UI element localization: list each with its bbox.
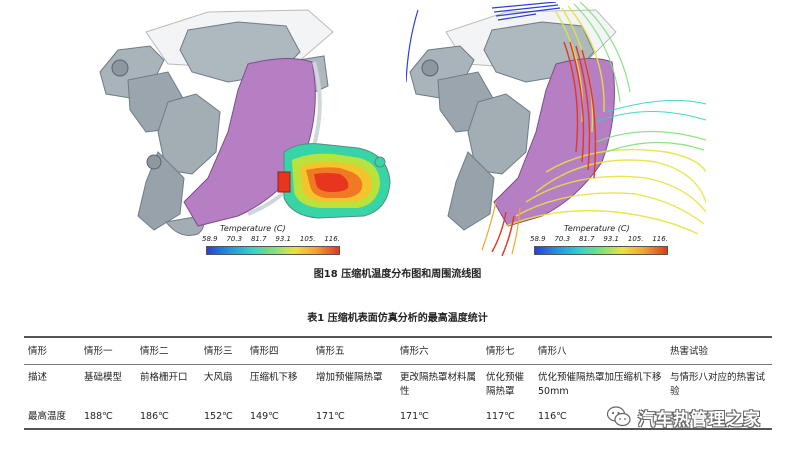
table-cell: 186℃	[140, 411, 169, 422]
watermark-text: 汽车热管理之家	[638, 409, 761, 430]
table-row-header: 情形 情形一 情形二 情形三 情形四 情形五 情形六 情形七 情形八 热害试验	[24, 338, 772, 364]
compressor-temperature-render	[99, 9, 391, 236]
table-cell: 基础模型	[84, 372, 123, 383]
table-cell: 最高温度	[28, 411, 67, 422]
temperature-scale-bar	[534, 246, 668, 255]
table-cell: 情形二	[140, 346, 169, 357]
wechat-icon	[606, 406, 631, 427]
scale-tick: 105.	[627, 235, 644, 243]
scale-tick: 58.9	[530, 235, 546, 243]
figure-caption: 图18 压缩机温度分布图和周围流线图	[313, 269, 482, 280]
table-top-rule	[24, 336, 772, 338]
scale-ticks: 58.9 70.3 81.7 93.1 105. 116.	[202, 235, 340, 243]
table-cell: 149℃	[250, 411, 279, 422]
table-cell: 热害试验	[670, 346, 709, 357]
table-cell: 171℃	[400, 411, 429, 422]
temperature-scale-bar	[206, 246, 340, 255]
temperature-distribution-panel: Temperature (C) 58.9 70.3 81.7 93.1 105.…	[88, 2, 398, 260]
table-caption: 表1 压缩机表面仿真分析的最高温度统计	[307, 313, 488, 324]
table-cell: 描述	[28, 372, 48, 383]
figure-18: Temperature (C) 58.9 70.3 81.7 93.1 105.…	[88, 1, 707, 260]
scale-title: Temperature (C)	[220, 224, 286, 233]
table-cell: 优化预催隔热罩	[486, 372, 525, 397]
table-cell: 情形五	[316, 346, 345, 357]
streamline-panel: Temperature (C) 58.9 70.3 81.7 93.1 105.…	[405, 1, 707, 260]
table-bottom-rule	[24, 428, 772, 430]
table-cell: 情形七	[486, 346, 515, 357]
table-cell: 压缩机下移	[250, 372, 298, 383]
table-cell: 与情形八对应的热害试验	[670, 372, 766, 397]
scale-tick: 116.	[324, 235, 340, 243]
scale-tick: 70.3	[554, 235, 571, 243]
table-cell: 情形一	[84, 346, 113, 357]
scale-tick: 105.	[299, 235, 316, 243]
scale-tick: 81.7	[250, 235, 267, 243]
scale-title: Temperature (C)	[564, 224, 630, 233]
table-cell: 情形三	[204, 346, 233, 357]
table-cell: 117℃	[486, 411, 515, 422]
table-header-rule	[24, 364, 772, 365]
table-cell: 171℃	[316, 411, 345, 422]
compressor-streamline-render	[405, 1, 707, 257]
table-cell: 情形六	[400, 346, 429, 357]
table-cell: 情形	[28, 346, 48, 357]
scale-ticks: 58.9 70.3 81.7 93.1 105. 116.	[530, 235, 668, 243]
table-cell: 前格栅开口	[140, 372, 188, 383]
table-cell: 更改隔热罩材料属性	[400, 372, 477, 397]
table-cell: 大风扇	[204, 372, 233, 383]
scale-tick: 116.	[652, 235, 668, 243]
table-cell: 152℃	[204, 411, 233, 422]
watermark: 汽车热管理之家	[606, 403, 786, 431]
scale-tick: 81.7	[578, 235, 595, 243]
table-cell: 188℃	[84, 411, 113, 422]
table-row-max-temperature: 最高温度 188℃ 186℃ 152℃ 149℃ 171℃ 171℃ 117℃ …	[24, 403, 772, 428]
table-cell: 情形四	[250, 346, 279, 357]
table-cell: 109℃	[670, 411, 699, 422]
table-cell: 优化预催隔热罩加压缩机下移50mm	[538, 372, 662, 397]
table-cell: 情形八	[538, 346, 567, 357]
table-cell: 增加预催隔热罩	[316, 372, 383, 383]
scale-tick: 70.3	[226, 235, 243, 243]
table-cell: 116℃	[538, 411, 567, 422]
scale-tick: 93.1	[603, 235, 619, 243]
table-row-description: 描述 基础模型 前格栅开口 大风扇 压缩机下移 增加预催隔热罩 更改隔热罩材料属…	[24, 365, 772, 403]
temperature-table: 情形 情形一 情形二 情形三 情形四 情形五 情形六 情形七 情形八 热害试验 …	[24, 336, 772, 430]
scale-tick: 93.1	[275, 235, 291, 243]
scale-tick: 58.9	[202, 235, 218, 243]
